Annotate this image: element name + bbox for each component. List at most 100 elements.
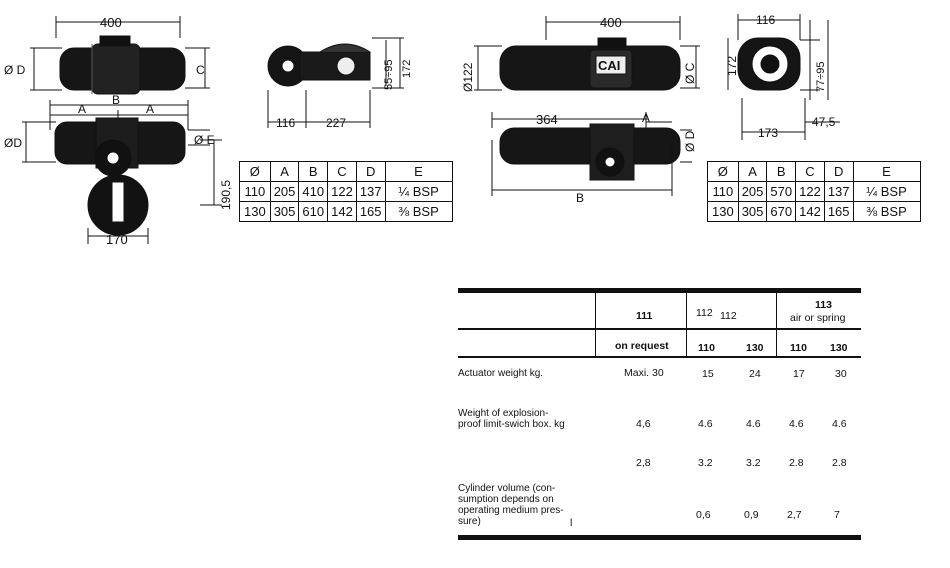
spec-cell: 4.6 (832, 418, 847, 430)
left-table-cell: 205 (269, 181, 300, 202)
right-side-173-label: 173 (758, 126, 778, 140)
left-table-cell: 305 (269, 201, 300, 222)
spec-sub-header: 110 (790, 342, 807, 354)
right-table-header: B (766, 161, 797, 182)
cai-logo: CAI (598, 58, 620, 73)
right-table-cell: 110 (707, 181, 739, 202)
right-table-cell: 122 (795, 181, 825, 202)
left-table-cell: 410 (298, 181, 329, 202)
right-table-header: C (795, 161, 825, 182)
spec-bottom-rule (458, 535, 861, 540)
left-mid-b-label: B (112, 93, 120, 107)
spec-sub-header: 110 (698, 342, 715, 354)
left-top-diameter-label: Ø D (4, 63, 26, 77)
right-side-172-label: 172 (725, 56, 739, 76)
left-table-header: B (298, 161, 329, 182)
left-table-cell: 610 (298, 201, 329, 222)
right-bottom-d-label: Ø D (683, 130, 697, 152)
left-table-cell: 122 (327, 181, 357, 202)
left-top-c-label: C (196, 63, 205, 77)
right-top-width-label: 400 (600, 15, 622, 30)
spec-unit: l (570, 517, 573, 529)
right-top-c-label: Ø C (683, 62, 697, 84)
right-side-116-label: 116 (756, 13, 775, 27)
spec-cell: 4,6 (636, 418, 651, 430)
spec-cell: 2.8 (832, 457, 847, 469)
left-top-width-label: 400 (100, 15, 122, 30)
spec-cell: 7 (834, 509, 840, 521)
spec-rule (458, 328, 861, 330)
left-table-cell: 110 (239, 181, 271, 202)
spec-model-112a: 112 (696, 307, 713, 319)
spec-cell: 2.8 (789, 457, 804, 469)
left-table-header: Ø (239, 161, 271, 182)
right-table-cell: 137 (823, 181, 854, 202)
left-table-cell: ¼ BSP (384, 181, 453, 202)
right-table-cell: ⅜ BSP (852, 201, 921, 222)
left-table-cell: 130 (239, 201, 271, 222)
left-table-cell: 137 (355, 181, 386, 202)
left-side-172-label: 172 (401, 60, 413, 78)
spec-cell: 0,9 (744, 509, 759, 521)
right-table-cell: ¼ BSP (852, 181, 921, 202)
right-bottom-a-label: A (642, 111, 650, 125)
spec-cell: Maxi. 30 (624, 367, 664, 379)
right-bottom-b-label: B (576, 191, 584, 205)
left-table-header: A (269, 161, 300, 182)
spec-cell: 17 (793, 368, 805, 380)
spec-sub-header: 130 (746, 342, 764, 354)
right-drawings: CAI 400 Ø122 Ø C 364 A B Ø D 116 172 77÷… (461, 13, 840, 205)
spec-cell: 0,6 (696, 509, 711, 521)
spec-cell: 4.6 (698, 418, 713, 430)
right-top-diameter-label: Ø122 (461, 62, 475, 92)
spec-cell: 3.2 (698, 457, 713, 469)
left-side-227-label: 227 (326, 116, 346, 130)
left-table-header: C (327, 161, 357, 182)
spec-cell: 4.6 (789, 418, 804, 430)
left-height-label: 190,5 (219, 180, 233, 210)
spec-col-divider (686, 288, 687, 358)
left-drawings: 400 Ø D C B A A ØD Ø E 190,5 170 116 227… (4, 15, 413, 247)
right-table-header: D (823, 161, 854, 182)
right-side-77-95-label: 77÷95 (815, 61, 827, 92)
left-mid-a1-label: A (78, 102, 86, 116)
spec-cell: 2,7 (787, 509, 802, 521)
left-table-cell: 142 (327, 201, 357, 222)
spec-row-label: Actuator weight kg. (458, 368, 544, 379)
spec-cell: 4.6 (746, 418, 761, 430)
spec-cell: 30 (835, 368, 847, 380)
left-table-cell: 165 (355, 201, 386, 222)
spec-sub-header: 130 (830, 342, 848, 354)
spec-top-rule (458, 288, 861, 293)
spec-col-divider (776, 288, 777, 358)
spec-cell: 24 (749, 368, 761, 380)
right-table-cell: 305 (737, 201, 768, 222)
spec-model-113-note: air or spring (790, 312, 846, 324)
right-dimension-table: Ø A B C D E 110 205 570 122 137 ¼ BSP 13… (707, 161, 921, 222)
right-table-cell: 165 (823, 201, 854, 222)
spec-model-112b: 112 (720, 310, 737, 322)
spec-cell: 3.2 (746, 457, 761, 469)
spec-cell: 15 (702, 368, 714, 380)
spec-row-label: Weight of explosion- proof limit-swich b… (458, 408, 565, 430)
right-bottom-364-label: 364 (536, 112, 558, 127)
right-table-cell: 670 (766, 201, 797, 222)
spec-cell: 2,8 (636, 457, 651, 469)
left-table-cell: ⅜ BSP (384, 201, 453, 222)
right-side-47-5-label: 47,5 (812, 115, 836, 129)
spec-model-111: 111 (636, 310, 653, 322)
spec-sub-header: on request (615, 340, 669, 352)
left-table-header: E (384, 161, 453, 182)
spec-rule (458, 356, 861, 358)
right-table-cell: 570 (766, 181, 797, 202)
right-table-cell: 130 (707, 201, 739, 222)
right-table-header: E (852, 161, 921, 182)
right-table-cell: 205 (737, 181, 768, 202)
left-mid-e-label: Ø E (194, 133, 215, 147)
left-mid-a2-label: A (146, 102, 154, 116)
left-dimension-table: Ø A B C D E 110 205 410 122 137 ¼ BSP 13… (239, 161, 453, 222)
spec-col-divider (595, 288, 596, 358)
right-table-header: Ø (707, 161, 739, 182)
spec-model-113: 113 (815, 299, 832, 311)
left-side-55-95-label: 55÷95 (383, 59, 395, 90)
